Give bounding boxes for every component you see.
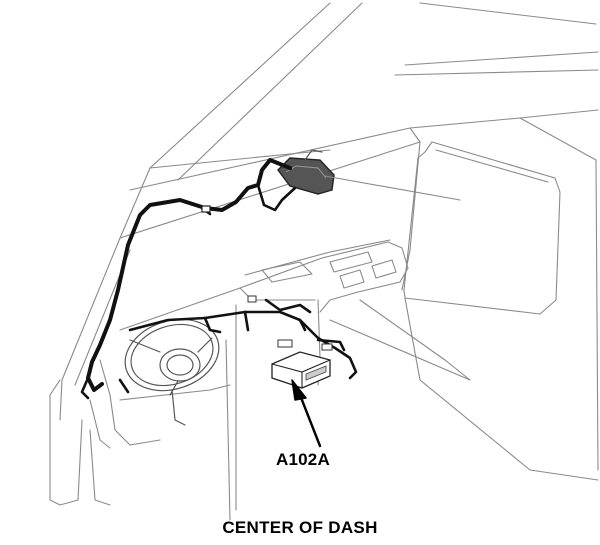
control-module-a102a <box>271 351 331 389</box>
side-window <box>403 141 561 315</box>
lower-dash <box>89 304 471 521</box>
door-frame <box>359 109 599 481</box>
steering-wheel <box>124 318 220 426</box>
cab-outline <box>119 2 599 291</box>
diagram-caption: CENTER OF DASH <box>222 518 378 537</box>
callout-arrow <box>291 379 322 448</box>
rear-view-mirror <box>277 149 461 201</box>
callout-label: A102A <box>276 450 330 469</box>
dash-connectors <box>201 205 333 351</box>
